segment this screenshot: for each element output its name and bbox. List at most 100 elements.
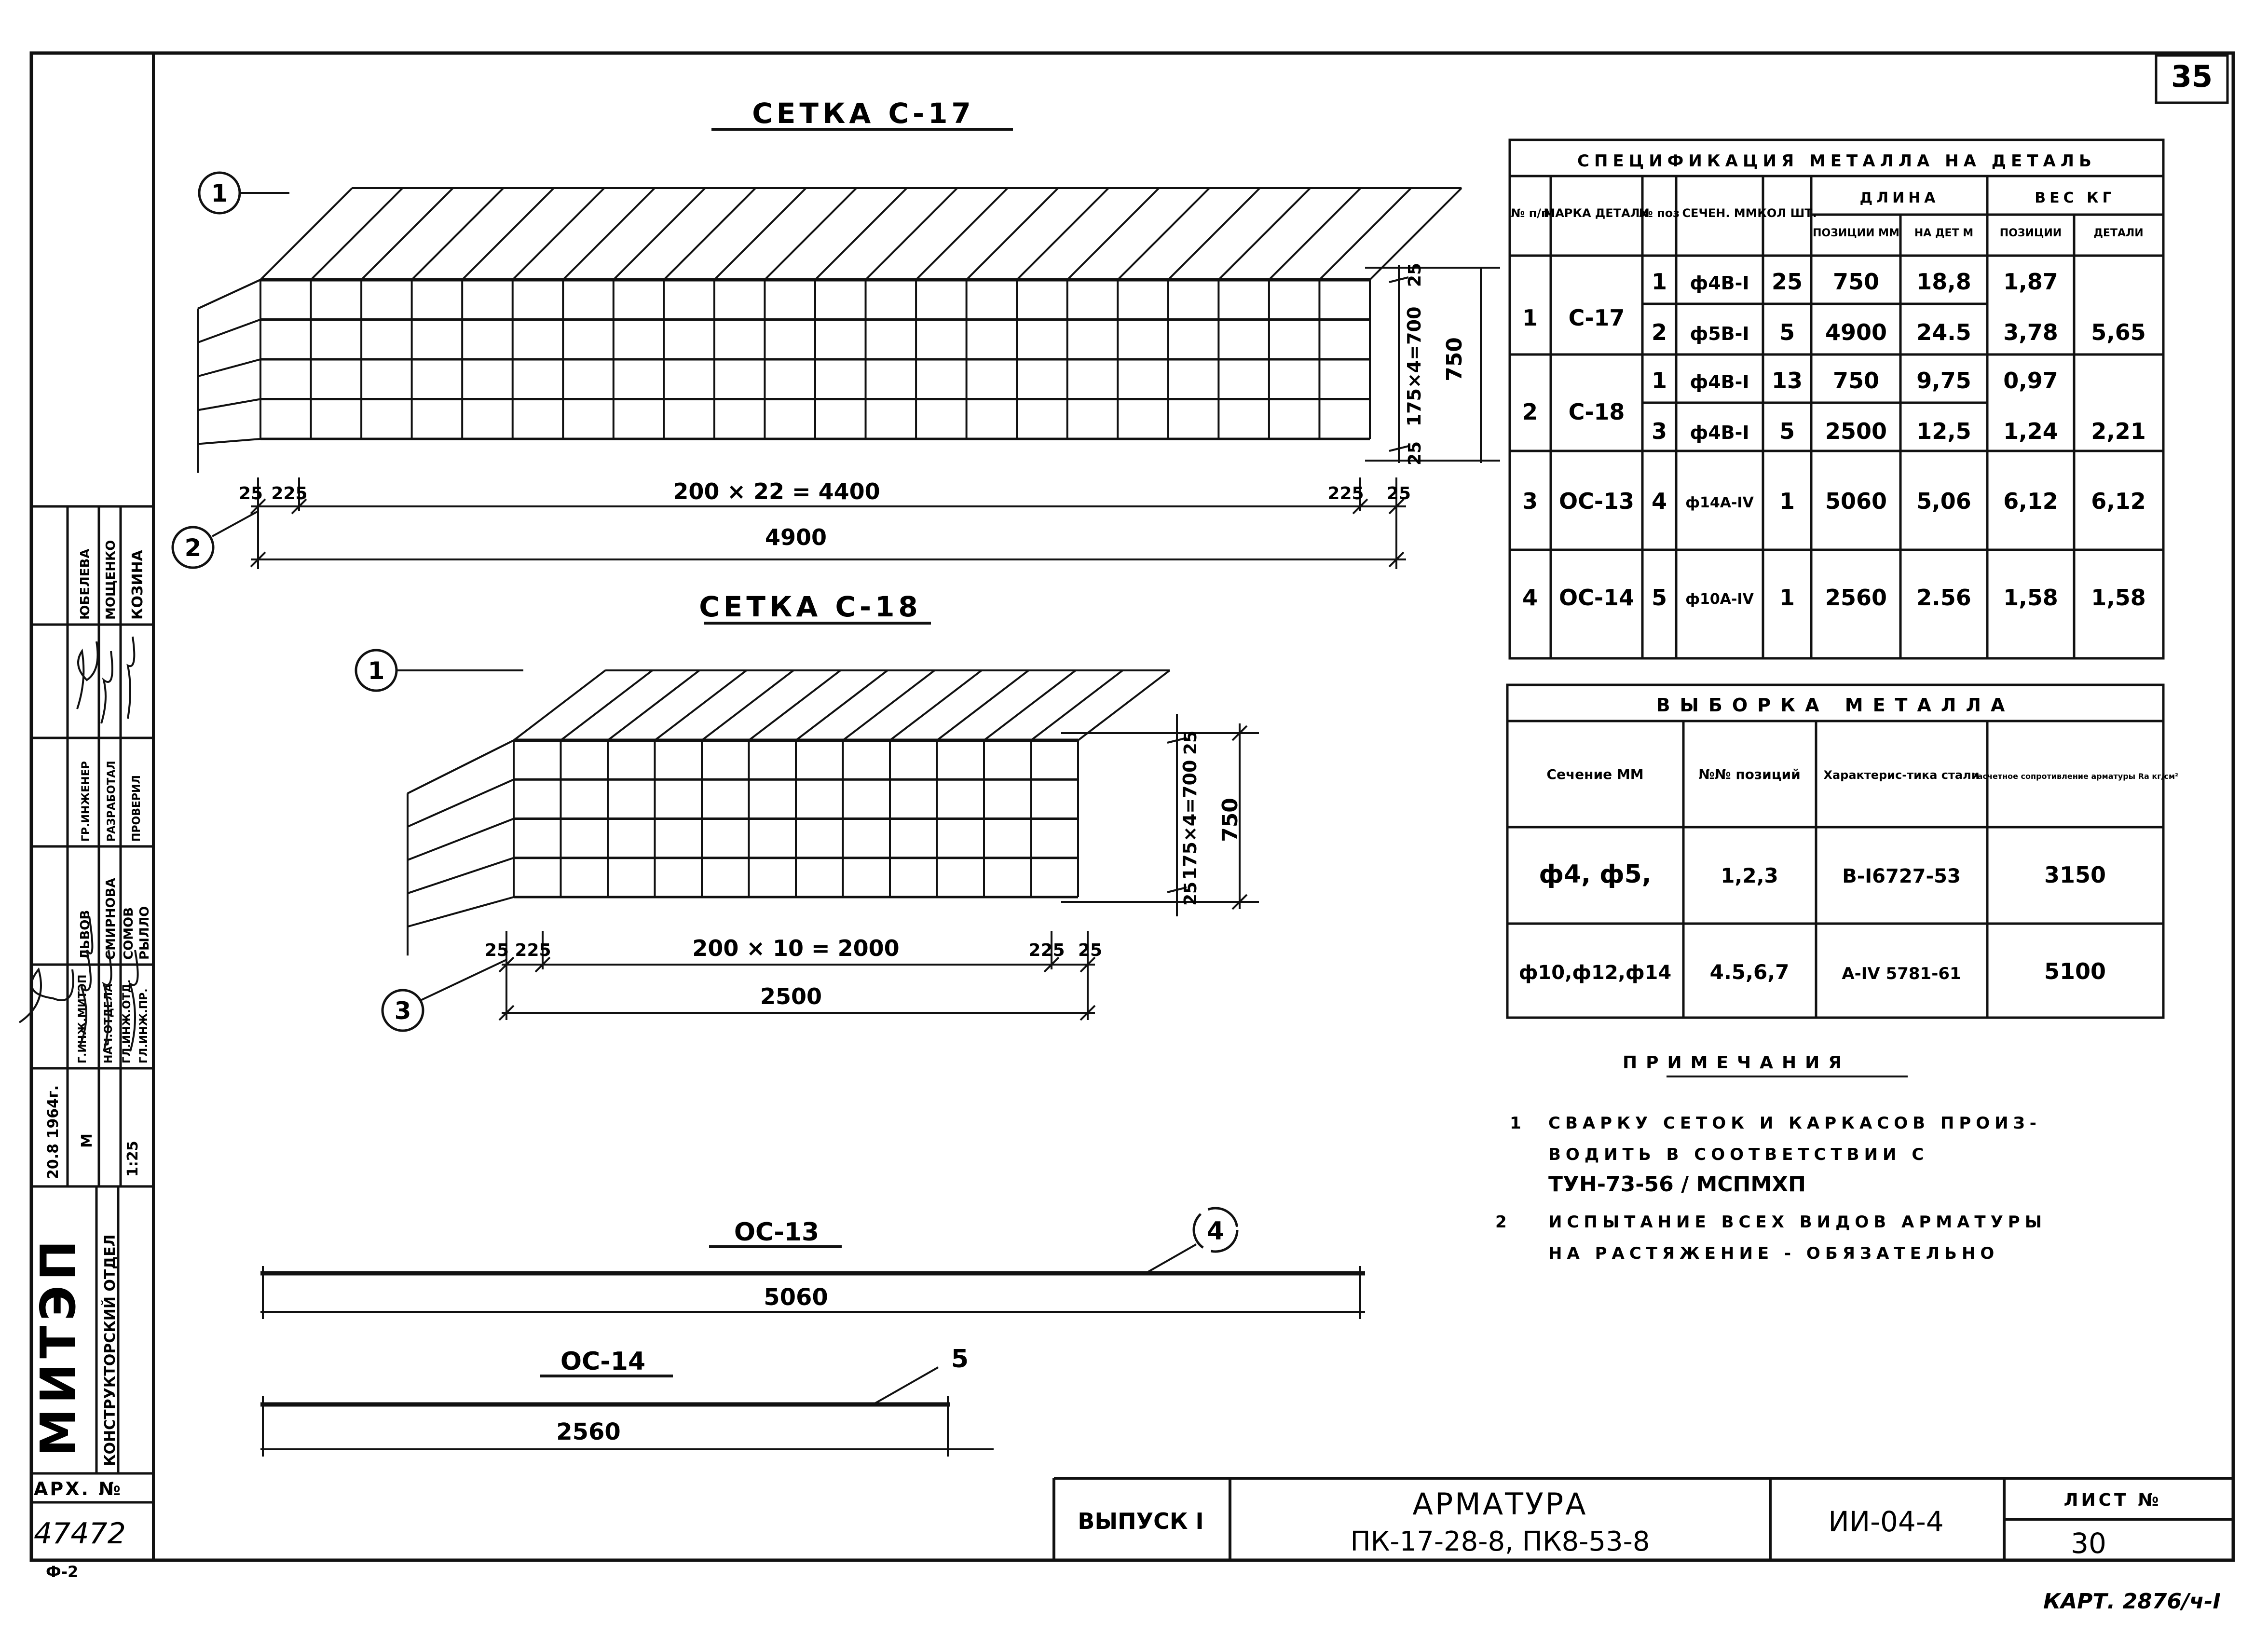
- spec-r2-qty: 5: [1779, 319, 1795, 345]
- c17-dim-top: 25: [1405, 263, 1425, 287]
- sel-r1-char: В-I6727-53: [1842, 865, 1961, 887]
- spec-r4-wd: 2,21: [2091, 418, 2146, 444]
- spec-h-mark: МАРКА ДЕТАЛИ: [1544, 206, 1649, 220]
- mesh-c18: СЕТКА С-18 1 3 25 175×4=700 25 750: [355, 590, 1259, 1032]
- sb-name-c0: ЮБЕЛЕВА: [78, 549, 93, 620]
- bar-oc14-length: 2560: [556, 1418, 621, 1445]
- spec-r4-qty: 5: [1779, 418, 1795, 444]
- callout-1-c18-label: 1: [368, 657, 385, 685]
- spec-r5-lp: 5060: [1825, 488, 1887, 514]
- spec-r6-pos: 5: [1652, 585, 1667, 611]
- sb-role-d0: ПРОВЕРИЛ: [131, 775, 143, 842]
- tb-name: АРМАТУРА: [1412, 1486, 1587, 1522]
- sb-name-b0: СОМОВ: [122, 907, 136, 960]
- mesh-c17-title: СЕТКА С-17: [752, 97, 975, 130]
- mesh-c17-grid: [197, 187, 1462, 473]
- sel-r1-dia: ф4, ф5,: [1539, 860, 1651, 889]
- spec-r4-wp: 1,24: [2003, 418, 2058, 444]
- sb-role-b1: ГЛ.ИНЖ.ПР.: [138, 988, 150, 1063]
- c18-dim-left-225: 225: [515, 940, 551, 960]
- spec-r2-ld: 24.5: [1916, 319, 1971, 345]
- spec-r4-lp: 2500: [1825, 418, 1887, 444]
- tb-sheet-no: 30: [2071, 1527, 2106, 1560]
- sel-title: ВЫБОРКА МЕТАЛЛА: [1656, 695, 2015, 716]
- notes-title: ПРИМЕЧАНИЯ: [1623, 1053, 1850, 1073]
- spec-r1-mark: С-17: [1569, 305, 1625, 331]
- sel-h-char: Характерис-тика стали: [1823, 768, 1979, 782]
- mesh-c17-vdims: [1365, 265, 1500, 463]
- mesh-c18-title: СЕТКА С-18: [699, 590, 922, 623]
- spec-h-pos: № поз: [1639, 206, 1680, 220]
- sb-name-a0: ЛЬВОВ: [78, 910, 93, 960]
- note1-line3: ТУН-73-56 / МСПМХП: [1548, 1172, 1806, 1197]
- c18-dim-mid: 175×4=700: [1179, 760, 1201, 880]
- spec-r1-sec: ф4В-I: [1690, 272, 1749, 294]
- spec-r1-lp: 750: [1833, 269, 1879, 295]
- bar-oc13-title: ОС-13: [734, 1218, 819, 1247]
- spec-r2-pos: 2: [1652, 319, 1667, 345]
- sb-date: 20.8 1964г.: [45, 1085, 62, 1179]
- spec-r2-wp: 3,78: [2003, 319, 2058, 345]
- callout-5-label: 5: [951, 1345, 969, 1374]
- c18-dim-bottom: 25: [1181, 882, 1201, 906]
- spec-r3-lp: 750: [1833, 368, 1879, 394]
- sel-r2-pos: 4.5,6,7: [1710, 960, 1790, 984]
- spec-h-qty: КОЛ ШТ.: [1757, 206, 1817, 220]
- sel-r1-res: 3150: [2044, 862, 2106, 888]
- c18-dim-total: 2500: [760, 983, 822, 1009]
- mesh-c18-grid: [407, 669, 1171, 956]
- spec-h-weight: ВЕС КГ: [2035, 190, 2115, 206]
- callout-2-c17: [171, 526, 215, 569]
- spec-r3-num: 2: [1522, 399, 1538, 425]
- spec-r6-qty: 1: [1779, 585, 1795, 611]
- spec-table: [1508, 138, 2165, 660]
- sb-footer: Ф-2: [46, 1563, 78, 1581]
- sb-name-d0: КОЗИНА: [129, 549, 146, 620]
- spec-r6-wp: 1,58: [2003, 585, 2058, 611]
- c18-dim-height: 750: [1218, 798, 1243, 842]
- spec-r5-wp: 6,12: [2003, 488, 2058, 514]
- spec-r6-lp: 2560: [1825, 585, 1887, 611]
- spec-h-section: СЕЧЕН. ММ: [1682, 206, 1757, 220]
- spec-r3-qty: 13: [1772, 368, 1803, 394]
- spec-r6-sec: ф10А-IV: [1685, 591, 1754, 608]
- callout-3-c18-label: 3: [395, 997, 411, 1025]
- spec-r1-wp: 1,87: [2003, 269, 2058, 295]
- sidebar-text: МИТЭП КОНСТРУКТОРСКИЙ ОТДЕЛ 20.8 1964г. …: [30, 540, 152, 1466]
- tb-sheet-label: ЛИСТ №: [2064, 1490, 2162, 1510]
- spec-h-len-det: НА ДЕТ М: [1914, 227, 1973, 239]
- sb-name-a1: СМИРНОВА: [104, 878, 118, 960]
- spec-r6-num: 4: [1522, 585, 1538, 611]
- notes: ПРИМЕЧАНИЯ 1 СВАРКУ СЕТОК И КАРКАСОВ ПРО…: [1495, 1053, 2042, 1263]
- sb-role-c1: РАЗРАБОТАЛ: [106, 761, 118, 842]
- mesh-c18-hdims: [498, 931, 1096, 1021]
- note2-line2: НА РАСТЯЖЕНИЕ - ОБЯЗАТЕЛЬНО: [1548, 1244, 1999, 1263]
- tb-kart: КАРТ. 2876/ч-I: [2043, 1589, 2221, 1614]
- spec-r6-wd: 1,58: [2091, 585, 2146, 611]
- callout-1-c17-label: 1: [211, 179, 228, 207]
- sel-r2-char: А-IV 5781-61: [1842, 964, 1961, 983]
- bar-oc13-length: 5060: [764, 1284, 828, 1311]
- tb-series: ИИ-04-4: [1828, 1505, 1943, 1538]
- sb-dept: КОНСТРУКТОРСКИЙ ОТДЕЛ: [101, 1235, 119, 1467]
- note1-line1: СВАРКУ СЕТОК И КАРКАСОВ ПРОИЗ-: [1548, 1114, 2041, 1133]
- callout-4: [1192, 1207, 1239, 1253]
- mesh-c17-hdims: [250, 477, 1406, 569]
- c18-dim-right-225: 225: [1028, 940, 1065, 960]
- spec-r4-ld: 12,5: [1916, 418, 1971, 444]
- sidebar-grid: [31, 505, 153, 1504]
- spec-h-w-det: ДЕТАЛИ: [2093, 227, 2143, 239]
- sel-rows: ф4, ф5, 1,2,3 В-I6727-53 3150 ф10,ф12,ф1…: [1519, 860, 2106, 984]
- spec-r2-wd: 5,65: [2091, 319, 2146, 345]
- callout-4-label: 4: [1207, 1217, 1224, 1246]
- sb-arch-label: АРХ. №: [34, 1478, 123, 1499]
- bar-oc14-title: ОС-14: [560, 1347, 645, 1376]
- sheet-frame: [29, 51, 2235, 1562]
- sel-r2-dia: ф10,ф12,ф14: [1519, 962, 1671, 984]
- note1-line2: ВОДИТЬ В СООТВЕТСТВИИ С: [1548, 1145, 1928, 1164]
- mesh-c18-vdims: [1061, 714, 1259, 916]
- c17-dim-right-225: 225: [1327, 484, 1364, 504]
- spec-h-num: № п/п: [1511, 206, 1549, 220]
- sel-r1-pos: 1,2,3: [1721, 864, 1778, 887]
